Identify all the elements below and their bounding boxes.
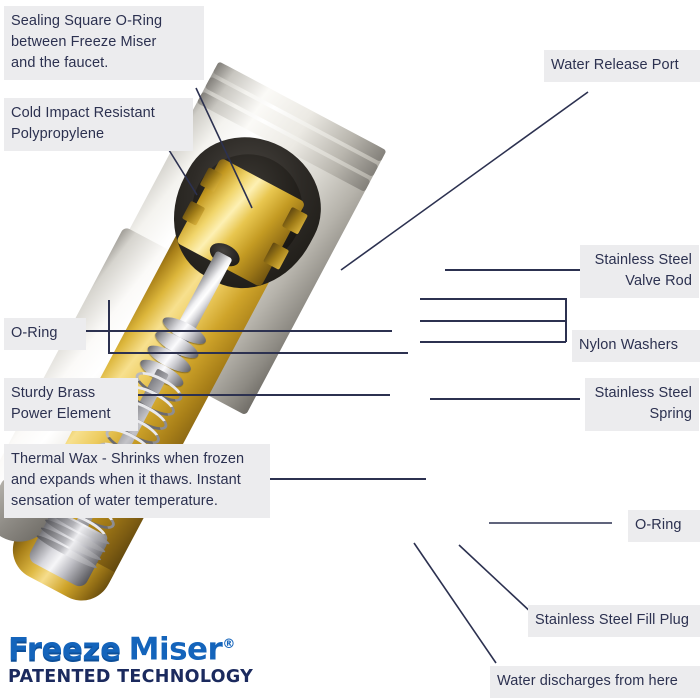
label-oring-right: O-Ring [628,510,700,542]
leader-oring-left-top [62,330,392,332]
leader-nylon-washers-top [420,298,566,300]
label-nylon-washers: Nylon Washers [572,330,700,362]
leader-oring-left-bracket [108,330,110,352]
label-cold-impact-polypropylene: Cold Impact Resistant Polypropylene [4,98,193,151]
logo-tagline: PATENTED TECHNOLOGY [8,667,254,688]
label-water-discharges-from-here: Water discharges from here [490,666,700,698]
leader-water-release-port [340,91,589,271]
leader-power-element [132,394,390,396]
leader-nylon-washers-bracket [565,298,567,342]
leader-valve-rod [445,269,580,271]
logo-word-freeze: Freeze [8,631,121,668]
registered-trademark-icon: ® [222,637,235,652]
leader-oring-left-up [108,300,110,330]
leader-spring [430,398,580,400]
label-water-release-port: Water Release Port [544,50,700,82]
label-thermal-wax: Thermal Wax - Shrinks when frozen and ex… [4,444,270,518]
leader-thermal-wax [266,478,426,480]
leader-oring-left-bottom [108,352,408,354]
leader-nylon-washers-bottom [420,341,566,343]
logo-word-miser: Miser [128,631,223,668]
leader-water-discharge [413,542,497,664]
label-stainless-steel-spring: Stainless Steel Spring [585,378,699,431]
label-sturdy-brass-power-element: Sturdy Brass Power Element [4,378,138,431]
label-oring-left: O-Ring [4,318,86,350]
label-stainless-steel-valve-rod: Stainless Steel Valve Rod [580,245,699,298]
leader-nylon-washers-mid [420,320,566,322]
label-sealing-square-oring: Sealing Square O-Ring between Freeze Mis… [4,6,204,80]
leader-fill-plug [458,544,535,616]
label-stainless-steel-fill-plug: Stainless Steel Fill Plug [528,605,700,637]
